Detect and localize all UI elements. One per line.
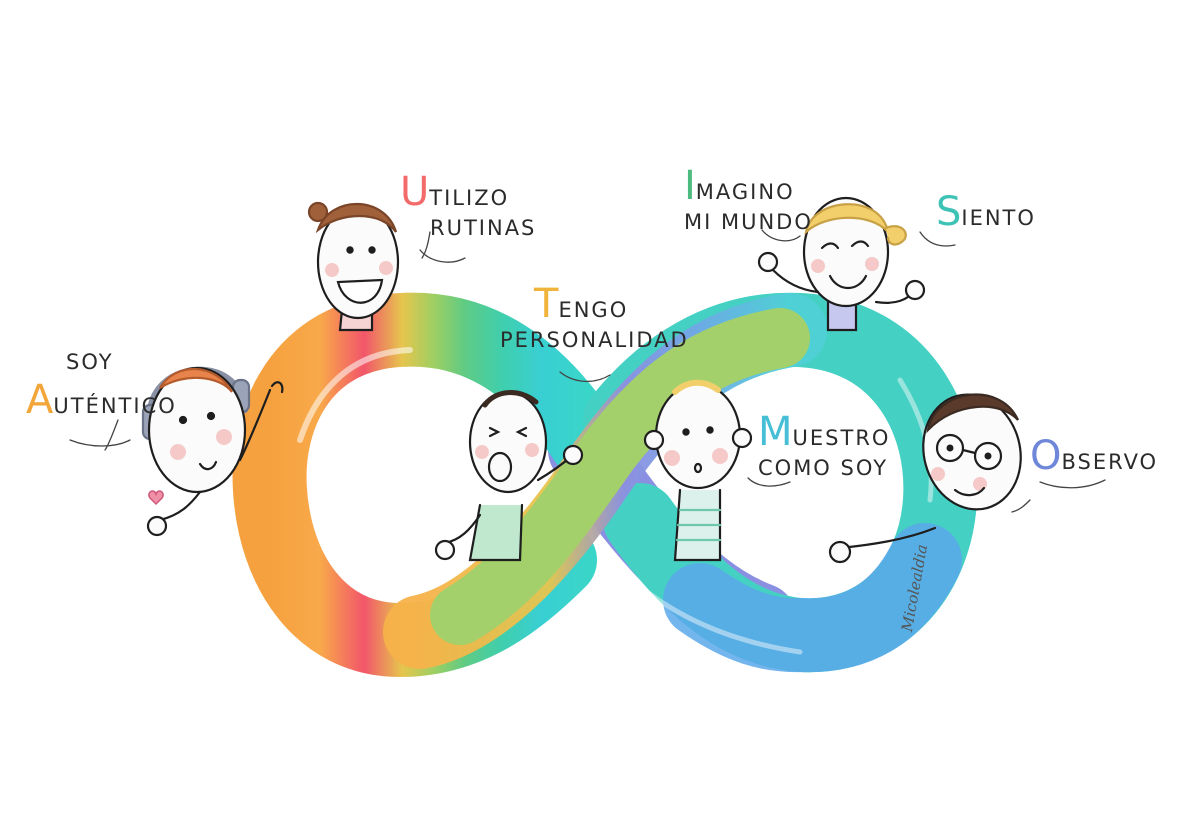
child-autentico bbox=[141, 366, 284, 537]
child-utilizo bbox=[307, 201, 400, 332]
label-siento-cap: S bbox=[936, 189, 962, 235]
label-utilizo: UTILIZO RUTINAS bbox=[400, 172, 536, 239]
label-autentico: AUTÉNTICO bbox=[26, 380, 177, 420]
label-tengo-rest: ENGO bbox=[558, 298, 629, 322]
label-imagino-cap: I bbox=[684, 163, 696, 209]
label-imagino: IMAGINO MI MUNDO bbox=[684, 166, 813, 233]
label-soy: SOY bbox=[66, 352, 114, 373]
label-soy-pre: SOY bbox=[66, 350, 114, 374]
heart-icon bbox=[148, 490, 164, 506]
label-muestro: MUESTRO COMO SOY bbox=[758, 412, 890, 479]
label-imagino-rest: MAGINO bbox=[695, 180, 795, 204]
glasses-icon bbox=[935, 433, 965, 463]
label-observo: OBSERVO bbox=[1030, 436, 1158, 476]
speech-lines bbox=[69, 229, 1106, 513]
label-siento-rest: IENTO bbox=[961, 206, 1036, 230]
label-imagino-line2: MI MUNDO bbox=[684, 210, 813, 234]
label-muestro-line2: COMO SOY bbox=[758, 456, 889, 480]
child-siento bbox=[757, 196, 926, 332]
infinity-symbol bbox=[232, 292, 978, 678]
label-observo-rest: BSERVO bbox=[1061, 450, 1159, 474]
label-utilizo-rest: TILIZO bbox=[429, 186, 510, 210]
child-muestro bbox=[643, 379, 753, 562]
label-tengo: TENGO PERSONALIDAD bbox=[500, 284, 689, 351]
label-observo-cap: O bbox=[1030, 433, 1062, 479]
label-muestro-cap: M bbox=[758, 409, 793, 455]
label-siento: SIENTO bbox=[936, 192, 1036, 232]
label-autentico-cap: A bbox=[26, 377, 54, 423]
label-utilizo-line2: RUTINAS bbox=[430, 216, 537, 240]
label-tengo-cap: T bbox=[534, 281, 559, 327]
label-tengo-line2: PERSONALIDAD bbox=[500, 328, 689, 352]
label-autentico-rest: UTÉNTICO bbox=[53, 394, 177, 418]
child-observo bbox=[828, 393, 1022, 564]
label-utilizo-cap: U bbox=[400, 169, 430, 215]
child-tengo bbox=[434, 390, 584, 562]
label-muestro-rest: UESTRO bbox=[792, 426, 891, 450]
